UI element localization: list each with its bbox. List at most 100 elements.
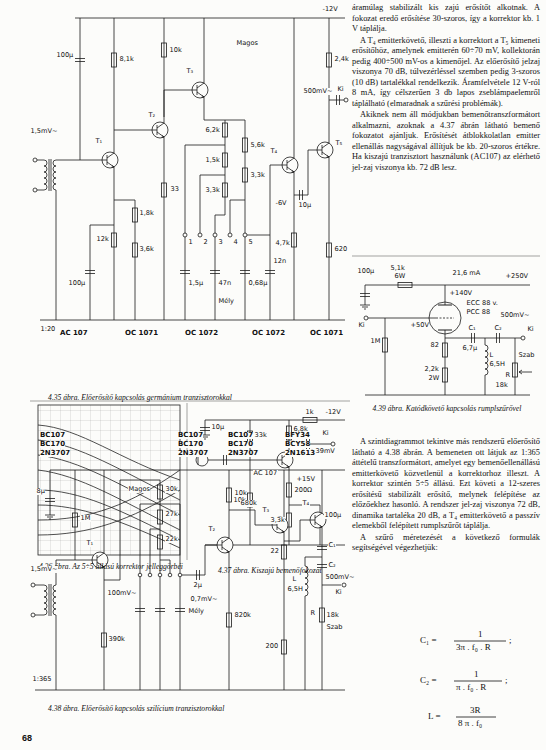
circuit-4-39 <box>360 283 532 396</box>
component-label: 2 <box>203 239 208 246</box>
component-label: 1 <box>188 239 193 246</box>
fraction-bars <box>454 641 506 717</box>
component-label: 82 <box>430 342 439 349</box>
rules <box>30 256 540 560</box>
component-label: T₃ <box>186 68 194 75</box>
component-label: C₁ <box>328 542 336 549</box>
circuit-4-38 <box>31 470 346 690</box>
component-label: 1:365 <box>32 676 52 683</box>
component-label: 5,6k <box>250 142 265 149</box>
component-label: T₄ <box>302 500 310 507</box>
component-label: 3,6k <box>139 246 154 253</box>
transistor-type: OC 1071 <box>310 330 343 337</box>
transistor-type: BC170 <box>228 441 253 448</box>
component-label: 100µ <box>68 280 86 287</box>
transistor-type: OC 1072 <box>252 330 285 337</box>
component-label: 500mV~ <box>303 88 333 95</box>
body-paragraph: A szintdiagrammot tekintve más rendszerű… <box>352 437 540 532</box>
component-label: R <box>505 372 511 379</box>
transistor-type: AC 107 <box>60 330 88 337</box>
component-label: AC 107 <box>253 470 278 477</box>
formula-text: ; <box>509 636 512 645</box>
transistor-type: BFY34 <box>285 432 310 439</box>
component-label: 33 <box>170 186 179 193</box>
component-label: 39mV <box>315 448 335 455</box>
component-label: 47n <box>218 280 232 287</box>
component-label: 8,1k <box>119 56 134 63</box>
formula-text: C₁ = <box>420 636 436 645</box>
component-label: 12n <box>273 258 287 265</box>
component-label: 1M <box>370 338 381 345</box>
component-label: 6,5H <box>489 361 505 368</box>
component-label: Ki <box>358 322 365 329</box>
component-label: T₄ <box>270 148 278 155</box>
component-label: 1M <box>80 515 91 522</box>
component-label: 2,2k <box>424 366 439 373</box>
component-label: 8µ <box>36 488 45 495</box>
component-label: 6,5H <box>287 586 303 593</box>
transistor-type: 2N1613 <box>285 450 315 457</box>
component-label: 10µ <box>298 202 312 209</box>
component-label: Szab <box>326 624 343 631</box>
component-label: 680k <box>240 500 257 507</box>
transistor-type: BC107 <box>40 432 65 439</box>
component-label: +15V <box>296 476 315 483</box>
component-label: 1,5mV~ <box>30 128 58 135</box>
component-label: T₃ <box>262 507 270 514</box>
component-label: Magos <box>128 486 150 493</box>
component-label: 27k <box>165 511 178 518</box>
component-label: 18k <box>326 612 339 619</box>
component-label: -12V <box>322 6 338 13</box>
component-label: C₂ <box>328 562 336 569</box>
component-label: -12V <box>325 409 341 416</box>
figure-caption: 4.38 ábra. Előerősítő kapcsolás szilíciu… <box>48 704 224 713</box>
component-label: 30k <box>165 486 178 493</box>
component-label: 10k <box>169 47 182 54</box>
component-label: T₂ <box>208 526 216 533</box>
component-label: Mély <box>188 608 204 615</box>
transistor-type: BC170 <box>178 441 203 448</box>
component-label: C₂ <box>494 325 502 332</box>
figure-caption: 4.35 ábra. Előerősítő kapcsolás germániu… <box>48 393 232 402</box>
component-label: 21,6 mA <box>452 270 481 277</box>
component-label: Szab <box>518 352 535 359</box>
component-label: 100mV~ <box>107 590 137 597</box>
component-label: 18k <box>495 382 508 389</box>
component-label: 6W <box>394 273 406 280</box>
component-label: Ki <box>335 589 342 596</box>
component-label: 2W <box>428 375 440 382</box>
component-label: 200Ω <box>294 487 313 494</box>
body-paragraph: A szűrő méretezését a következő formulák… <box>352 533 540 554</box>
component-label: +250V <box>505 273 529 280</box>
component-label: 1:20 <box>40 326 56 333</box>
component-label: +140V <box>449 290 473 297</box>
component-label: 100µ <box>324 512 342 519</box>
component-label: ECC 88 v. <box>466 300 498 307</box>
formula-text: 1 <box>474 670 479 679</box>
transistor-type: BC107 <box>178 432 203 439</box>
page-number: 68 <box>22 734 32 743</box>
formula-text: 1 <box>478 630 483 639</box>
transistor-type: BC107 <box>228 432 253 439</box>
component-label: 820k <box>234 612 251 619</box>
component-label: 12k <box>96 236 109 243</box>
component-label: T₅ <box>335 140 343 147</box>
component-label: 1,8k <box>139 210 154 217</box>
formula-text: C₂ = <box>420 676 436 685</box>
component-label: 1,5µ <box>188 280 204 287</box>
component-label: Ki <box>527 326 534 333</box>
component-label: 0,7mV~ <box>190 596 218 603</box>
component-label: 10k <box>234 490 247 497</box>
component-label: Mély <box>218 298 234 305</box>
component-label: 4,7k <box>275 240 290 247</box>
component-label: Magos <box>236 40 258 47</box>
transistor-type: OC 1072 <box>185 330 218 337</box>
component-label: 5,1k <box>390 265 405 272</box>
component-label: 3,3k <box>250 172 265 179</box>
component-label: 33k <box>254 432 267 439</box>
transistor-type: OC 1071 <box>125 330 158 337</box>
component-label: C₁ <box>468 325 476 332</box>
component-label: 1,5k <box>205 157 220 164</box>
transistor-type: BC170 <box>40 441 65 448</box>
component-label: 4 <box>233 239 238 246</box>
